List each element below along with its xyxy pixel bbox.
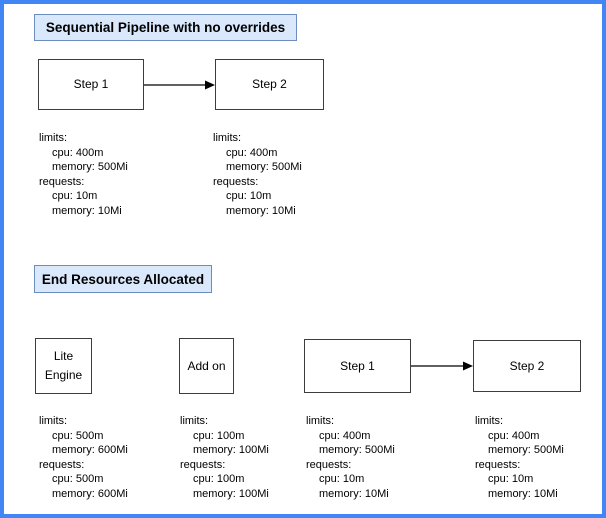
resource-line: requests: xyxy=(180,458,226,471)
section1-arrow-step1-to-step2 xyxy=(144,80,215,90)
resource-line: cpu: 500m xyxy=(52,429,104,442)
resource-line: cpu: 10m xyxy=(226,190,272,202)
section1-step2-resources: limits: cpu: 400m memory: 500Mi requests… xyxy=(213,131,302,218)
resource-line: cpu: 400m xyxy=(226,146,278,159)
addon-resources: limits: cpu: 100m memory: 100Mi requests… xyxy=(180,414,269,501)
section2-step1-resources: limits: cpu: 400m memory: 500Mi requests… xyxy=(306,414,395,501)
section2-title: End Resources Allocated xyxy=(34,265,212,293)
lite-engine-label-line2: Engine xyxy=(44,368,83,382)
resource-line: limits: xyxy=(213,132,242,144)
section2-step2-box: Step 2 xyxy=(473,340,581,392)
section1-title: Sequential Pipeline with no overrides xyxy=(34,14,297,41)
resource-line: cpu: 400m xyxy=(488,429,540,442)
resource-line: requests: xyxy=(213,175,259,188)
resource-line: requests: xyxy=(475,458,521,471)
resource-line: memory: 500Mi xyxy=(488,444,564,456)
resource-line: memory: 500Mi xyxy=(52,161,128,173)
section2-step2-label: Step 2 xyxy=(509,358,545,373)
section2-step1-label: Step 1 xyxy=(340,358,375,373)
resource-line: memory: 100Mi xyxy=(193,487,269,500)
section2-step2-resources: limits: cpu: 400m memory: 500Mi requests… xyxy=(475,414,564,501)
section2-lite-engine-box: Lite Engine xyxy=(35,338,92,394)
resource-line: limits: xyxy=(39,132,68,144)
section1-step1-label: Step 1 xyxy=(73,77,109,92)
resource-line: limits: xyxy=(306,415,335,427)
resource-line: memory: 600Mi xyxy=(52,487,128,500)
resource-line: cpu: 100m xyxy=(193,473,245,485)
section1-step1-box: Step 1 xyxy=(38,59,144,110)
section2-addon-box: Add on xyxy=(179,338,234,394)
resource-line: limits: xyxy=(39,415,68,427)
resource-line: limits: xyxy=(180,415,209,427)
resource-line: cpu: 100m xyxy=(193,429,245,442)
section1-step1-resources: limits: cpu: 400m memory: 500Mi requests… xyxy=(39,131,128,218)
section1-step2-label: Step 2 xyxy=(252,77,287,92)
lite-engine-label-line1: Lite xyxy=(53,349,74,364)
resource-line: limits: xyxy=(475,415,504,427)
resource-line: memory: 500Mi xyxy=(226,161,302,173)
resource-line: cpu: 10m xyxy=(52,190,98,202)
resource-line: requests: xyxy=(306,458,352,471)
lite-engine-resources: limits: cpu: 500m memory: 600Mi requests… xyxy=(39,414,128,501)
section2-arrow-step1-to-step2 xyxy=(411,361,473,371)
resource-line: memory: 10Mi xyxy=(488,487,558,500)
resource-line: cpu: 10m xyxy=(319,473,365,485)
resource-line: requests: xyxy=(39,175,85,188)
resource-line: memory: 10Mi xyxy=(319,487,389,500)
resource-line: cpu: 400m xyxy=(52,146,104,159)
section2-step1-box: Step 1 xyxy=(304,339,411,393)
resource-line: memory: 10Mi xyxy=(226,204,296,217)
resource-line: requests: xyxy=(39,458,85,471)
resource-line: memory: 10Mi xyxy=(52,204,122,217)
resource-line: memory: 100Mi xyxy=(193,444,269,456)
addon-label: Add on xyxy=(187,358,226,373)
resource-line: cpu: 400m xyxy=(319,429,371,442)
resource-line: memory: 600Mi xyxy=(52,444,128,456)
resource-line: cpu: 10m xyxy=(488,473,534,485)
section1-step2-box: Step 2 xyxy=(215,59,324,110)
resource-line: cpu: 500m xyxy=(52,473,104,485)
resource-line: memory: 500Mi xyxy=(319,444,395,456)
